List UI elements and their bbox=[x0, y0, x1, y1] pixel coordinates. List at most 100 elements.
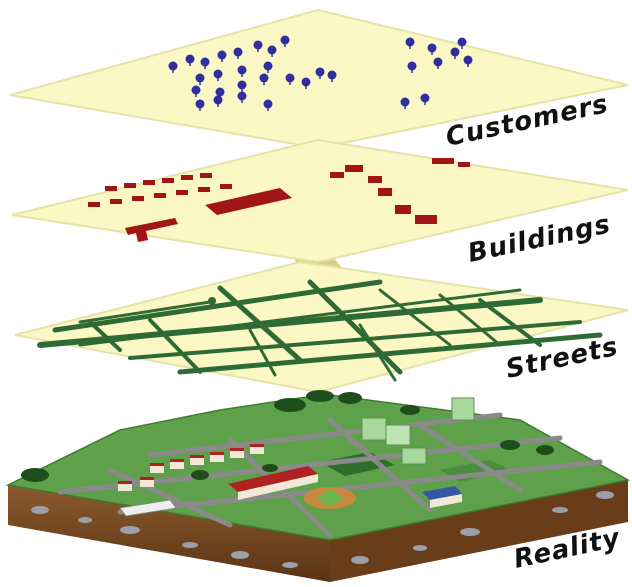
customer-pin bbox=[433, 57, 443, 67]
customer-pin bbox=[315, 67, 325, 77]
customer-pin bbox=[420, 93, 430, 103]
customer-pin bbox=[301, 77, 311, 87]
streets-layer: Streets bbox=[14, 260, 629, 394]
customer-pin bbox=[400, 97, 410, 107]
tree bbox=[400, 405, 420, 415]
rock bbox=[282, 562, 298, 568]
customer-pin bbox=[237, 80, 247, 90]
house bbox=[150, 466, 164, 473]
customer-pin bbox=[237, 91, 247, 101]
customer-pin bbox=[253, 40, 263, 50]
soil-left-face bbox=[8, 485, 330, 582]
tree bbox=[262, 464, 278, 472]
rock bbox=[552, 507, 568, 513]
building-footprints bbox=[88, 158, 470, 242]
customer-pin bbox=[195, 73, 205, 83]
customer-pin bbox=[427, 43, 437, 53]
rock bbox=[31, 506, 49, 514]
street bbox=[358, 323, 397, 382]
customer-pin bbox=[263, 99, 273, 109]
customer-pin bbox=[215, 87, 225, 97]
street bbox=[78, 300, 212, 324]
customer-pin bbox=[327, 70, 337, 80]
street-network bbox=[37, 279, 603, 382]
reality-layer: Reality bbox=[5, 390, 631, 582]
building bbox=[143, 180, 155, 185]
house-roof bbox=[210, 452, 224, 455]
tree bbox=[536, 445, 554, 455]
street-node bbox=[208, 297, 216, 305]
customer-pin bbox=[405, 37, 415, 47]
customer-pin bbox=[233, 47, 243, 57]
customer-pin bbox=[457, 37, 467, 47]
house bbox=[140, 480, 154, 487]
baseball-infield bbox=[316, 489, 344, 507]
building bbox=[378, 188, 392, 196]
street bbox=[438, 293, 502, 347]
buildings-layer: Buildings bbox=[11, 138, 629, 269]
house bbox=[210, 455, 224, 462]
customer-pin bbox=[463, 55, 473, 65]
house-roof bbox=[190, 455, 204, 458]
customer-pin bbox=[407, 61, 417, 71]
building bbox=[125, 218, 178, 242]
street bbox=[177, 332, 603, 375]
house bbox=[230, 451, 244, 458]
building bbox=[395, 205, 411, 214]
building bbox=[198, 187, 210, 192]
building bbox=[220, 184, 232, 189]
rock bbox=[351, 556, 369, 564]
customer-pin bbox=[213, 69, 223, 79]
white-building bbox=[119, 499, 177, 517]
customer-pin bbox=[267, 45, 277, 55]
office-tower bbox=[361, 417, 387, 441]
rock bbox=[413, 545, 427, 551]
building bbox=[88, 202, 100, 207]
tree bbox=[306, 390, 334, 402]
building bbox=[181, 175, 193, 180]
street bbox=[148, 318, 202, 374]
house-roof bbox=[250, 444, 264, 447]
rock bbox=[120, 526, 140, 534]
house-roof bbox=[118, 481, 132, 484]
street bbox=[307, 279, 403, 375]
customers-layer: Customers bbox=[9, 8, 629, 153]
office-tower bbox=[385, 424, 411, 446]
rock bbox=[78, 517, 92, 523]
house-roof bbox=[150, 463, 164, 466]
rock bbox=[460, 528, 480, 536]
street bbox=[88, 320, 122, 352]
tree bbox=[500, 440, 520, 450]
customer-pin bbox=[191, 85, 201, 95]
house bbox=[190, 458, 204, 465]
customer-pin bbox=[237, 65, 247, 75]
house bbox=[118, 484, 132, 491]
customer-pin bbox=[259, 73, 269, 83]
office-towers bbox=[361, 397, 475, 465]
building bbox=[124, 183, 136, 188]
road bbox=[417, 422, 523, 493]
office-tower bbox=[401, 447, 427, 465]
street bbox=[478, 298, 542, 347]
customer-pin bbox=[280, 35, 290, 45]
house-roof bbox=[140, 477, 154, 480]
street bbox=[128, 320, 582, 360]
building bbox=[432, 158, 454, 164]
customer-pin bbox=[217, 50, 227, 60]
building bbox=[110, 199, 122, 204]
customer-pin bbox=[213, 95, 223, 105]
terrain-roads bbox=[57, 412, 603, 538]
building bbox=[330, 172, 344, 178]
rock bbox=[596, 491, 614, 499]
building bbox=[415, 215, 437, 224]
school-wall bbox=[430, 494, 462, 508]
trees bbox=[21, 390, 554, 482]
soil-rocks bbox=[31, 491, 614, 568]
rock bbox=[231, 551, 249, 559]
building bbox=[154, 193, 166, 198]
building bbox=[368, 176, 382, 183]
customer-pin bbox=[185, 54, 195, 64]
tree bbox=[338, 392, 362, 404]
street bbox=[378, 288, 452, 347]
